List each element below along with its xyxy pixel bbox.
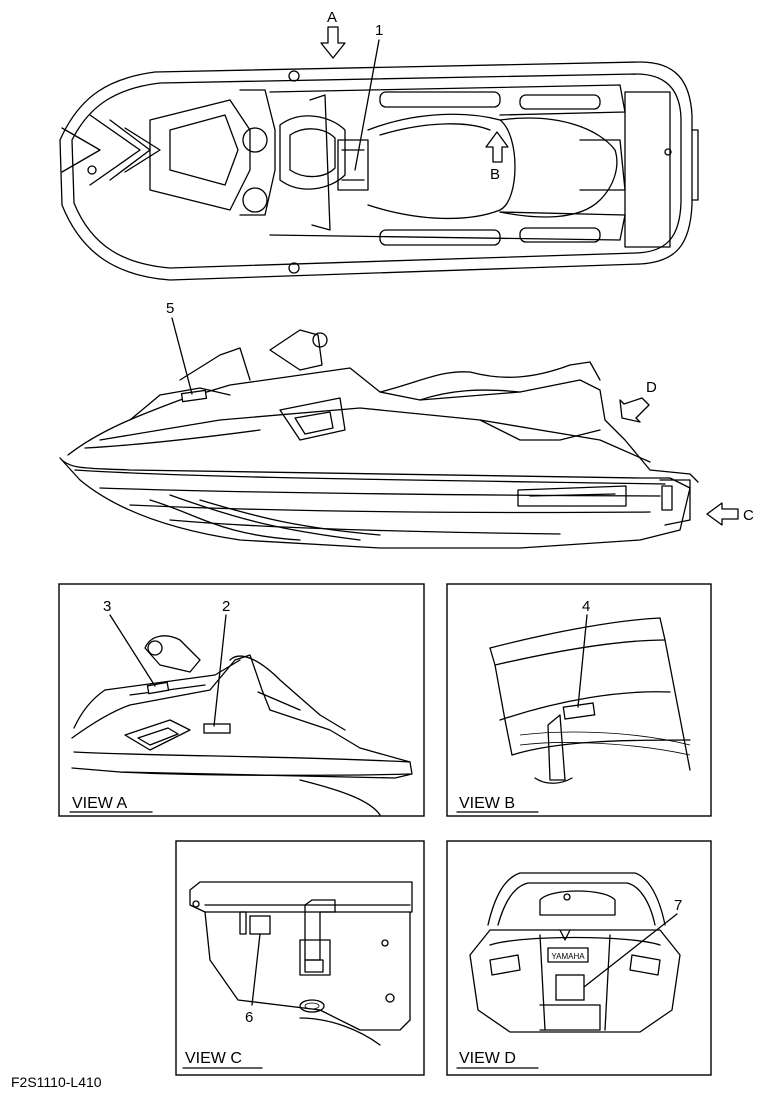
view-a-title: VIEW A [72, 795, 127, 812]
callout-7: 7 [674, 897, 682, 914]
callout-3: 3 [103, 598, 111, 615]
callout-2: 2 [222, 598, 230, 615]
leader-line-2 [213, 614, 227, 727]
leader-line-6 [251, 933, 261, 1006]
arrow-d-label: D [646, 379, 657, 396]
callout-4: 4 [582, 598, 590, 615]
arrow-c-label: C [743, 507, 754, 524]
leader-line-1 [354, 39, 380, 171]
view-b-panel: 4 VIEW B [446, 583, 712, 817]
arrow-b-icon [485, 131, 509, 163]
emblem-text: YAMAHA [551, 952, 585, 961]
arrow-a-label: A [327, 9, 337, 26]
view-c-panel: 6 VIEW C [175, 840, 425, 1076]
top-view-watercraft [59, 61, 699, 281]
arrow-b-label: B [490, 166, 500, 183]
callout-6: 6 [245, 1009, 253, 1026]
leader-line-4 [577, 614, 588, 708]
figure-code: F2S1110-L410 [11, 1074, 102, 1090]
callout-5: 5 [166, 300, 174, 317]
arrow-d-icon [619, 397, 650, 423]
view-c-title: VIEW C [185, 1050, 242, 1067]
leader-line-5 [171, 317, 193, 395]
arrow-a-icon [320, 26, 346, 59]
callout-1: 1 [375, 22, 383, 39]
leader-line-3 [109, 614, 156, 687]
side-view-watercraft [59, 329, 699, 549]
view-d-title: VIEW D [459, 1050, 516, 1067]
view-d-panel: YAMAHA 7 VIEW D [446, 840, 712, 1076]
arrow-c-icon [706, 502, 739, 526]
leader-line-7 [583, 913, 678, 988]
view-a-panel: 3 2 VIEW A [58, 583, 425, 817]
view-b-title: VIEW B [459, 795, 515, 812]
